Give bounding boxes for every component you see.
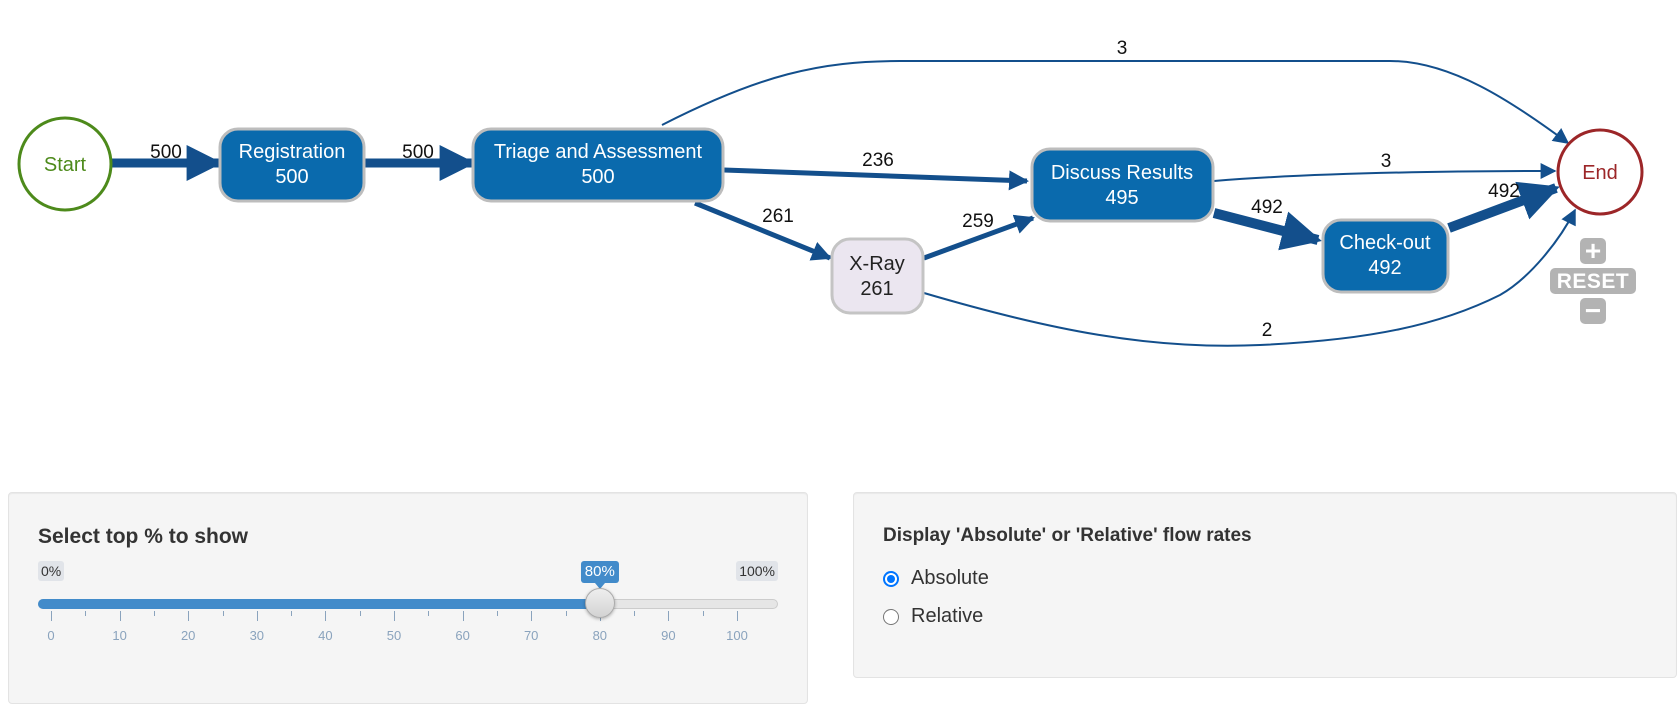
radio-absolute-button[interactable]: [883, 570, 899, 587]
radio-absolute-label: Absolute: [911, 567, 989, 589]
slider-handle[interactable]: [584, 588, 615, 618]
radio-relative-button[interactable]: [883, 608, 899, 625]
edge-label: 3: [1117, 38, 1128, 59]
edge-label: 261: [762, 206, 794, 227]
slider-minor-tick: [291, 611, 293, 616]
edge-label: 492: [1488, 181, 1520, 202]
slider-tick-label: 40: [318, 628, 333, 643]
node-triage-count: 500: [581, 166, 614, 188]
node-checkout-count: 492: [1368, 257, 1401, 279]
node-start-label: Start: [44, 154, 87, 176]
edge-xray-discuss: 259: [923, 211, 1035, 261]
edge-triage-discuss: 236: [723, 150, 1029, 191]
slider-title: Select top % to show: [38, 525, 249, 548]
edge-label: 259: [962, 211, 994, 232]
slider-major-tick: [737, 611, 738, 621]
edge-label: 492: [1251, 197, 1283, 218]
slider-panel: Select top % to show 0% 100% 80% 0 10 20 30…: [8, 492, 808, 704]
edge-registration-triage: 500: [365, 142, 476, 181]
node-start[interactable]: Start: [17, 116, 113, 212]
slider-minor-tick: [496, 611, 498, 616]
slider-tick-label: 50: [386, 628, 402, 643]
node-end-label: End: [1582, 162, 1618, 184]
slider-max-label: 100%: [736, 561, 778, 581]
edge-checkout-end: 492: [1447, 181, 1560, 233]
edge-label: 2: [1262, 320, 1273, 341]
reset-button[interactable]: RESET: [1550, 268, 1636, 294]
edge-triage-xray: 261: [694, 200, 832, 261]
slider-tick-label: 60: [455, 628, 470, 643]
node-triage[interactable]: Triage and Assessment 500: [471, 127, 725, 203]
slider-min-label: 0%: [38, 561, 65, 581]
node-xray-count: 261: [860, 278, 893, 300]
slider-major-tick: [119, 611, 121, 621]
slider-value-label: 80%: [580, 561, 619, 589]
edge-label: 500: [402, 142, 434, 163]
slider-major-tick: [188, 611, 190, 621]
slider-minor-tick: [634, 611, 636, 616]
node-triage-label: Triage and Assessment: [494, 141, 703, 163]
slider-tick-label: 0: [47, 628, 55, 643]
node-registration-label: Registration: [239, 141, 346, 163]
node-registration-count: 500: [275, 166, 308, 188]
node-checkout-label: Check-out: [1339, 232, 1431, 254]
edge-xray-end: 2: [923, 208, 1576, 347]
slider-tick-label: 80: [592, 628, 608, 643]
slider-minor-tick: [153, 611, 155, 616]
zoom-out-button[interactable]: −: [1580, 297, 1606, 325]
node-end[interactable]: End: [1556, 128, 1644, 216]
slider-bar: [38, 599, 600, 609]
edge-label: 236: [862, 150, 894, 171]
slider-major-tick: [394, 611, 395, 621]
slider-minor-tick: [85, 611, 87, 616]
node-registration[interactable]: Registration 500: [218, 127, 366, 203]
slider-tick-label: 10: [112, 628, 127, 643]
node-check-out[interactable]: Check-out 492: [1321, 218, 1450, 294]
slider-major-tick: [462, 611, 464, 621]
edge-discuss-end: 3: [1213, 151, 1557, 182]
radio-relative[interactable]: Relative: [883, 605, 983, 628]
node-discuss-results[interactable]: Discuss Results 495: [1030, 147, 1215, 223]
edge-start-registration: 500: [111, 142, 223, 181]
radio-relative-label: Relative: [911, 605, 984, 627]
slider-tick-label: 70: [523, 628, 539, 643]
edge-discuss-checkout: 492: [1212, 197, 1322, 251]
node-discuss-count: 495: [1105, 187, 1138, 209]
slider-minor-tick: [565, 611, 567, 616]
slider-tick-label: 20: [180, 628, 196, 643]
slider-major-tick: [51, 611, 52, 621]
slider-tick-label: 30: [249, 628, 265, 643]
radio-absolute[interactable]: Absolute: [883, 567, 989, 590]
slider-major-tick: [531, 611, 533, 621]
zoom-controls: + RESET −: [1550, 237, 1636, 325]
flow-rate-title: Display 'Absolute' or 'Relative' flow ra…: [883, 525, 1252, 546]
node-xray[interactable]: X-Ray 261: [830, 237, 925, 315]
slider-tick-label: 100: [726, 628, 748, 643]
node-discuss-label: Discuss Results: [1051, 162, 1193, 184]
edge-label: 500: [150, 142, 182, 163]
edge-label: 3: [1381, 151, 1392, 172]
process-map: 500 500 3 236 261 259 3 492 492 2 Start: [17, 38, 1644, 347]
slider-minor-tick: [222, 611, 224, 616]
edge-triage-end: 3: [661, 38, 1570, 144]
zoom-in-button[interactable]: +: [1580, 237, 1606, 265]
slider-major-tick: [325, 611, 327, 621]
slider-tick-label: 90: [661, 628, 676, 643]
node-xray-label: X-Ray: [849, 253, 905, 275]
slider-minor-tick: [428, 611, 430, 616]
slider-major-tick: [668, 611, 670, 621]
slider-major-tick: [256, 611, 258, 621]
slider-minor-tick: [702, 611, 704, 616]
flow-rate-panel: Display 'Absolute' or 'Relative' flow ra…: [853, 492, 1677, 678]
slider-minor-tick: [359, 611, 361, 616]
